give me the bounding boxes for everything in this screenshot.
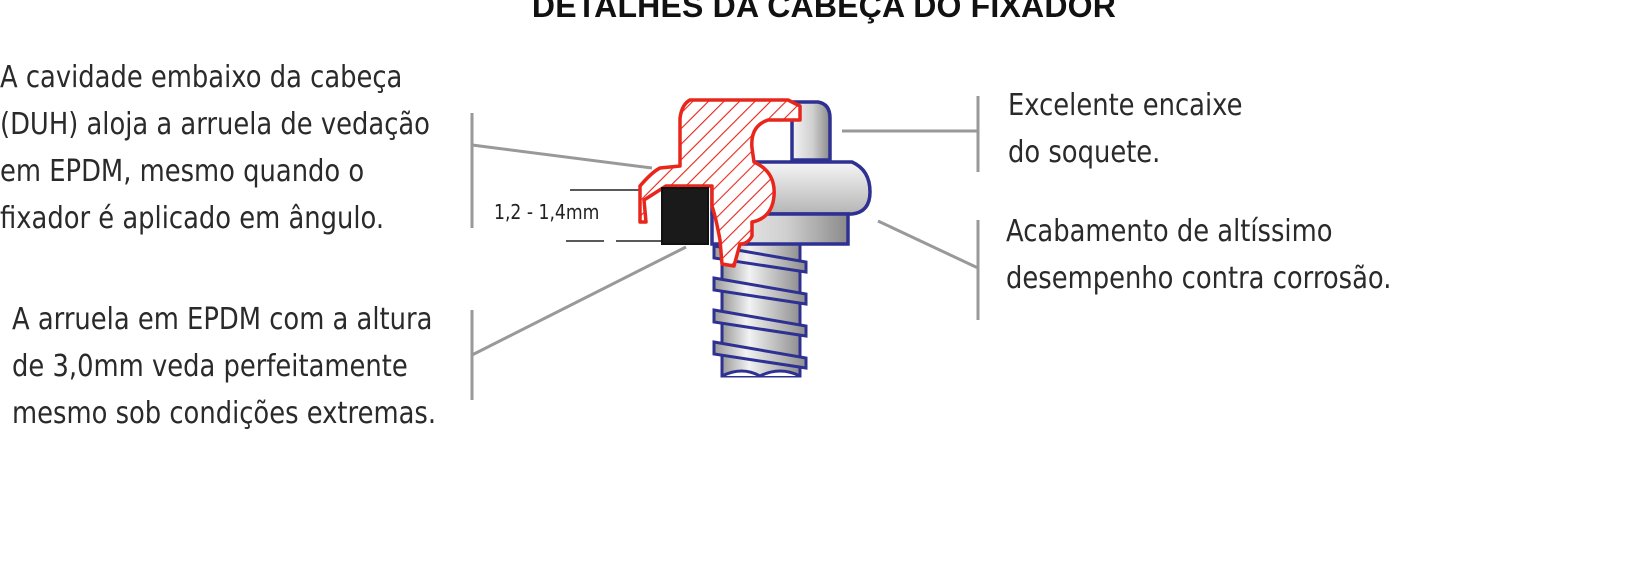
callout-cavity-line: fixador é aplicado em ângulo. <box>0 201 385 236</box>
diagram-title: DETALHES DA CABEÇA DO FIXADOR <box>531 0 1117 24</box>
thread-turns <box>712 244 808 370</box>
callout-cavity-line: A cavidade embaixo da cabeça <box>0 60 403 95</box>
callout-finish: Acabamento de altíssimo desempenho contr… <box>1006 208 1391 302</box>
callout-washer-line: A arruela em EPDM com a altura <box>12 302 433 337</box>
shank-tip <box>721 369 801 378</box>
callout-finish-line: desempenho contra corrosão. <box>1006 261 1392 296</box>
callout-socket: Excelente encaixe do soquete. <box>1008 82 1242 176</box>
callout-washer-line: mesmo sob condições extremas. <box>12 396 437 431</box>
fastener-shank <box>712 240 808 378</box>
callout-washer-line: de 3,0mm veda perfeitamente <box>12 349 408 384</box>
epdm-washer <box>661 187 709 245</box>
leader-washer-pointer <box>471 245 687 357</box>
thread-turn <box>712 340 808 370</box>
callout-cavity-line: em EPDM, mesmo quando o <box>0 154 365 189</box>
callout-washer: A arruela em EPDM com a altura de 3,0mm … <box>12 296 436 437</box>
leader-lines <box>470 96 980 400</box>
callout-cavity: A cavidade embaixo da cabeça (DUH) aloja… <box>0 54 430 242</box>
socket-section <box>638 98 802 268</box>
callout-finish-line: Acabamento de altíssimo <box>1006 214 1333 249</box>
dimension-label: 1,2 - 1,4mm <box>494 200 600 224</box>
thread-turn <box>712 276 808 306</box>
leader-finish-pointer <box>877 219 979 270</box>
thread-turn <box>712 308 808 338</box>
leader-cavity-pointer <box>471 143 653 170</box>
callout-cavity-line: (DUH) aloja a arruela de vedação <box>0 107 430 142</box>
callout-socket-line: Excelente encaixe <box>1008 88 1243 123</box>
callout-socket-line: do soquete. <box>1008 135 1161 170</box>
